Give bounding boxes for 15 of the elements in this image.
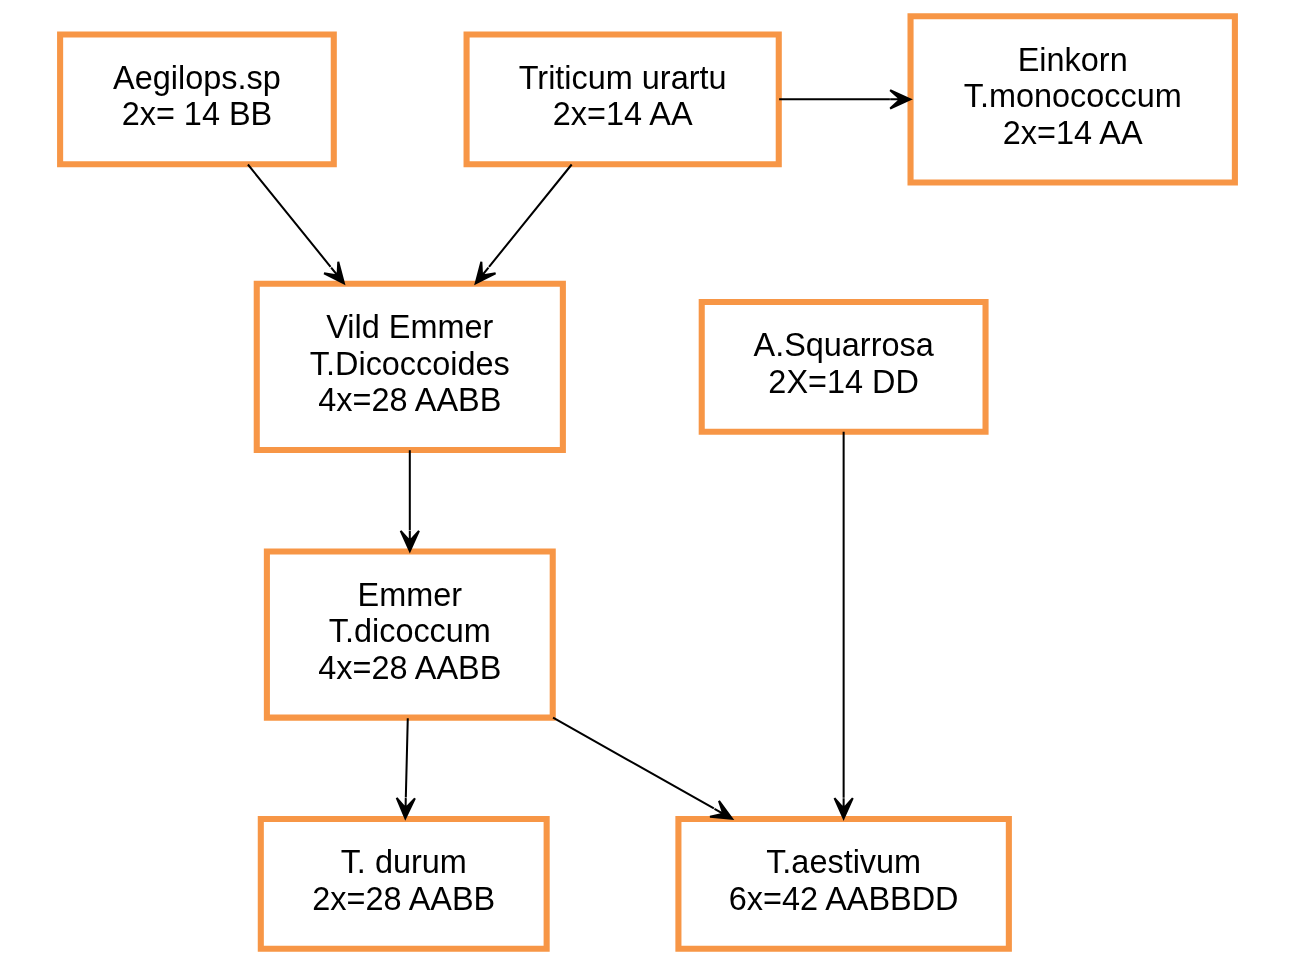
node-box: Triticum urartu 2x=14 AA xyxy=(463,31,782,168)
node-box: T. durum 2x=28 AABB xyxy=(257,816,550,952)
node-box: Emmer T.dicoccum 4x=28 AABB xyxy=(263,548,556,721)
node-box: Vild Emmer T.Dicoccoides 4x=28 AABB xyxy=(253,280,566,454)
arrow xyxy=(474,163,572,285)
node-box: Einkorn T.monococcum 2x=14 AA xyxy=(907,13,1238,186)
arrow xyxy=(399,450,420,553)
arrow xyxy=(552,716,733,820)
arrow xyxy=(395,718,416,820)
node-box: T.aestivum 6x=42 AABBDD xyxy=(674,816,1012,952)
arrow xyxy=(778,89,911,110)
node-box: A.Squarrosa 2X=14 DD xyxy=(698,299,989,435)
arrow xyxy=(246,163,345,285)
arrow xyxy=(833,431,854,820)
node-box: Aegilops.sp 2x= 14 BB xyxy=(56,31,337,168)
